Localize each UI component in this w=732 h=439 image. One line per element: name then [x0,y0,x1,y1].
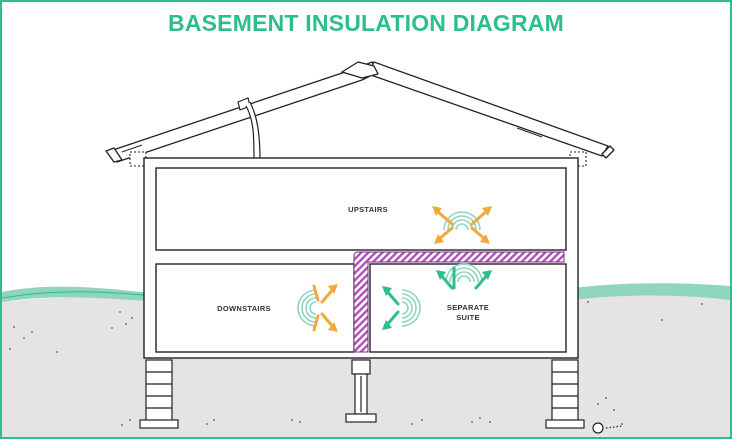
soil-speckles [9,301,703,426]
insulation-layer [353,251,565,353]
foundation-piers [139,359,623,434]
label-downstairs: DOWNSTAIRS [217,304,271,313]
label-separate: SEPARATE [447,303,489,312]
heat-wave-arrows-icon [432,206,492,244]
heat-wave-arrows-icon [297,284,338,332]
heat-wave-arrows-icon [436,263,492,290]
grass-right [574,283,730,300]
label-upstairs: UPSTAIRS [348,205,388,214]
ground-soil-right [562,287,730,437]
ground-soil [2,297,177,437]
label-suite: SUITE [456,313,480,322]
grass-left [2,286,162,302]
grass-left-top [2,291,155,299]
roof [105,61,615,163]
heat-wave-arrows-icon [382,286,421,330]
diagram-title: BASEMENT INSULATION DIAGRAM [168,10,564,36]
